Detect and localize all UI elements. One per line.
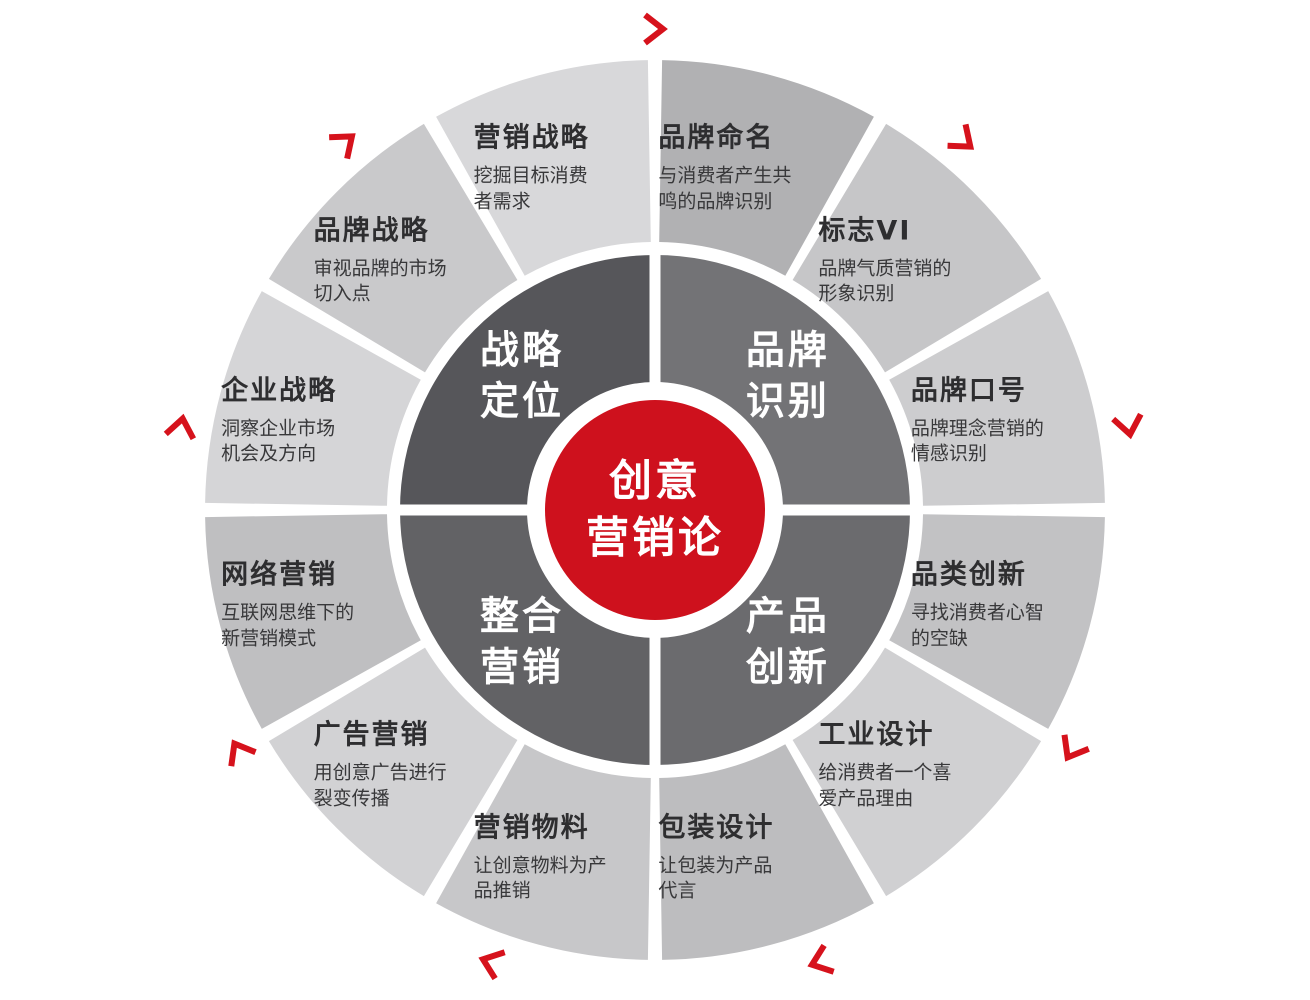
clockwise-arrow-icon [478, 949, 506, 981]
outer-segment-5 [659, 744, 874, 960]
clockwise-arrow-icon [329, 133, 356, 160]
clockwise-arrow-icon [643, 12, 668, 46]
clockwise-arrow-icon [807, 943, 835, 975]
quadrant-divider-2 [394, 504, 534, 516]
outer-segment-3 [889, 514, 1105, 729]
quadrant-divider-0 [649, 249, 661, 389]
clockwise-arrow-icon [1111, 412, 1144, 440]
clockwise-arrow-icon [228, 739, 257, 767]
quadrant-sector-2 [400, 510, 655, 765]
outer-segment-9 [205, 291, 421, 506]
outer-segment-0 [659, 60, 874, 276]
clockwise-arrow-icon [1061, 734, 1090, 762]
outer-segment-6 [436, 744, 651, 960]
clockwise-arrow-icon [163, 413, 197, 441]
outer-segment-11 [436, 60, 651, 276]
outer-segment-1 [792, 123, 1042, 373]
outer-segment-7 [268, 647, 518, 897]
outer-segment-10 [268, 123, 518, 373]
quadrant-divider-1 [649, 631, 661, 771]
quadrant-sector-3 [400, 255, 655, 510]
clockwise-arrow-icon [947, 123, 975, 150]
outer-segment-4 [792, 647, 1042, 897]
quadrant-sector-1 [655, 510, 910, 765]
outer-segment-2 [889, 291, 1105, 506]
outer-segment-8 [205, 514, 421, 729]
center-circle [545, 400, 765, 620]
quadrant-divider-3 [776, 504, 916, 516]
quadrant-sector-0 [655, 255, 910, 510]
